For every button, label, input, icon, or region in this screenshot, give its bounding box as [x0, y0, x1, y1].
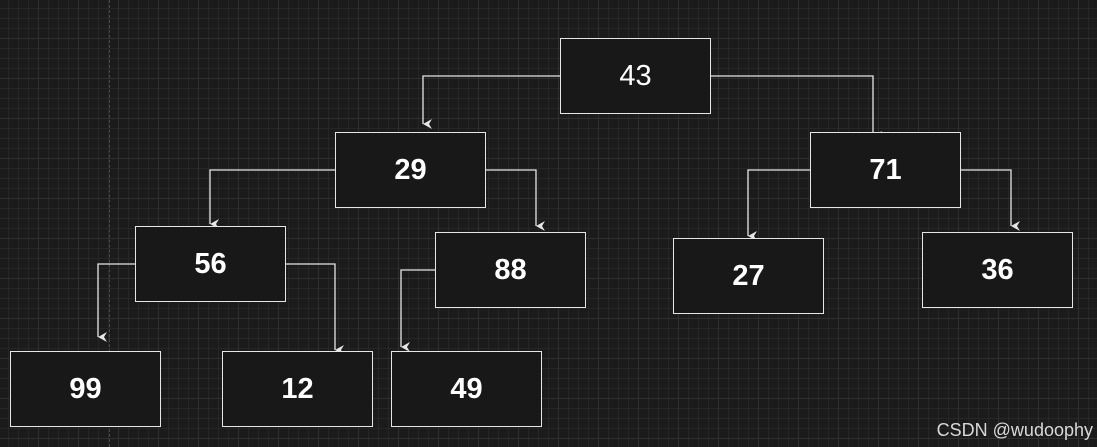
- edge-arrow: [209, 169, 335, 229]
- edge-arrow: [961, 169, 1020, 231]
- tree-node[interactable]: 56: [135, 226, 286, 302]
- tree-node[interactable]: 29: [335, 132, 486, 208]
- edge-arrow: [286, 263, 344, 355]
- tree-node[interactable]: 71: [810, 132, 961, 208]
- tree-node-root[interactable]: 43: [560, 38, 711, 114]
- tree-node[interactable]: 99: [10, 351, 161, 427]
- tree-node[interactable]: 88: [435, 232, 586, 308]
- edge-arrow: [486, 169, 545, 231]
- edge-arrow: [422, 75, 560, 129]
- edge-arrow: [97, 263, 135, 342]
- tree-node[interactable]: 49: [391, 351, 542, 427]
- edge-arrow: [711, 75, 882, 141]
- edge-arrow: [747, 169, 810, 241]
- tree-node[interactable]: 27: [673, 238, 824, 314]
- tree-node[interactable]: 36: [922, 232, 1073, 308]
- watermark: CSDN @wudoophy: [936, 420, 1093, 440]
- dashed-guide-line: [109, 0, 110, 447]
- edge-arrow: [400, 269, 435, 352]
- tree-node[interactable]: 12: [222, 351, 373, 427]
